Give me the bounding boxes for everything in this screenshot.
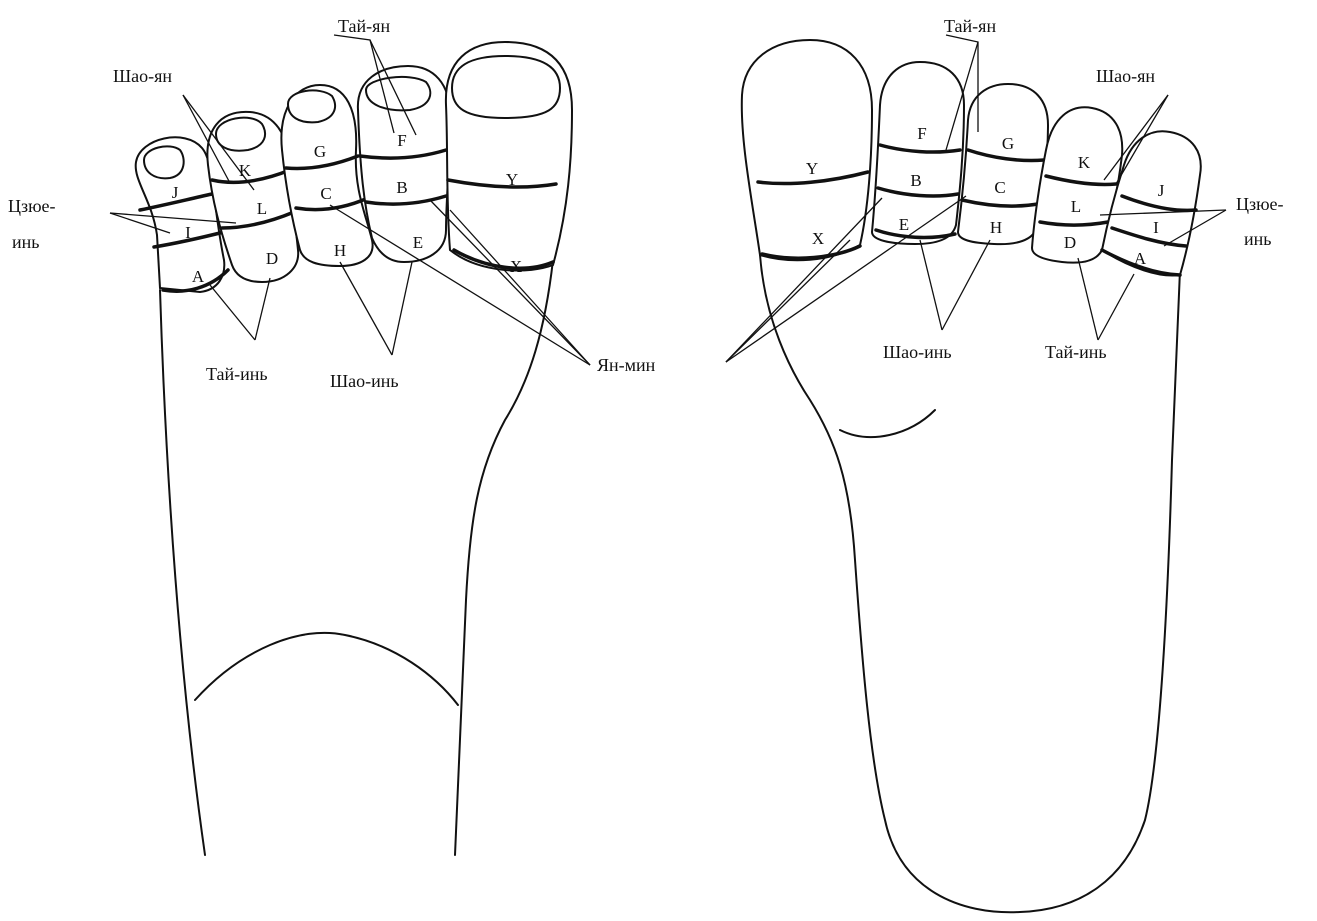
- zone-label-C-left: C: [320, 184, 331, 203]
- zone-label-G-right: G: [1002, 134, 1014, 153]
- zone-label-I-right: I: [1153, 218, 1159, 237]
- zone-label-B-left: B: [396, 178, 407, 197]
- zone-label-E-right: E: [899, 215, 909, 234]
- right-foot: Y X F B E G C H K L D J I A Тай-ян: [726, 16, 1284, 912]
- zone-label-B-right: B: [910, 171, 921, 190]
- zone-label-I-left: I: [185, 223, 191, 242]
- label-shao-in-right: Шао-инь: [883, 342, 952, 362]
- label-tai-in-right: Тай-инь: [1045, 342, 1107, 362]
- right-foot-outline: [760, 255, 1180, 912]
- label-shao-yan-left: Шао-ян: [113, 66, 172, 86]
- left-foot-outline: [160, 290, 205, 855]
- zone-label-G-left: G: [314, 142, 326, 161]
- right-toe-1: [742, 40, 872, 260]
- label-shao-in-left: Шао-инь: [330, 371, 399, 391]
- zone-label-J-left: J: [172, 183, 179, 202]
- zone-label-H-left: H: [334, 241, 346, 260]
- zone-label-K-right: K: [1078, 153, 1091, 172]
- right-arch-curve: [840, 410, 935, 437]
- left-ankle-arc: [195, 633, 458, 705]
- label-tai-in-left: Тай-инь: [206, 364, 268, 384]
- left-foot: J I A K L D G C H F B E Y X Тай-ян: [8, 16, 656, 855]
- label-tai-yan-left: Тай-ян: [338, 16, 390, 36]
- zone-label-L-right: L: [1071, 197, 1081, 216]
- zone-label-F-left: F: [397, 131, 406, 150]
- zone-label-F-right: F: [917, 124, 926, 143]
- zone-label-C-right: C: [994, 178, 1005, 197]
- zone-label-Y-left: Y: [506, 170, 518, 189]
- label-tsyue-in-right-2: инь: [1244, 229, 1271, 249]
- zone-label-J-right: J: [1158, 181, 1165, 200]
- zone-label-L-left: L: [257, 199, 267, 218]
- label-tai-yan-right: Тай-ян: [944, 16, 996, 36]
- zone-label-Y-right: Y: [806, 159, 818, 178]
- zone-label-X-left: X: [510, 257, 522, 276]
- right-toe-2: [872, 62, 964, 244]
- zone-label-X-right: X: [812, 229, 824, 248]
- label-shao-yan-right: Шао-ян: [1096, 66, 1155, 86]
- zone-label-H-right: H: [990, 218, 1002, 237]
- label-tsyue-in-left-2: инь: [12, 232, 39, 252]
- zone-label-A-right: A: [1134, 249, 1147, 268]
- zone-label-E-left: E: [413, 233, 423, 252]
- left-toe-2: [358, 66, 450, 262]
- zone-label-A-left: A: [192, 267, 205, 286]
- zone-label-D-left: D: [266, 249, 278, 268]
- label-tsyue-in-right-1: Цзюе-: [1236, 194, 1284, 214]
- zone-label-K-left: K: [239, 161, 252, 180]
- zone-label-D-right: D: [1064, 233, 1076, 252]
- label-tsyue-in-left-1: Цзюе-: [8, 196, 56, 216]
- label-yan-min: Ян-мин: [597, 355, 656, 375]
